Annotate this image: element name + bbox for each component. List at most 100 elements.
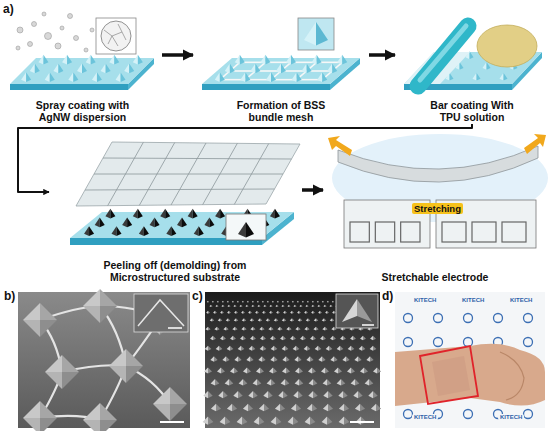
pyramid-face bbox=[351, 379, 355, 386]
pyramid-face bbox=[227, 305, 229, 307]
pyramid-face bbox=[325, 367, 329, 373]
pyramid-face bbox=[272, 301, 273, 303]
pyramid-face bbox=[338, 367, 342, 373]
pyramid-face bbox=[313, 391, 318, 398]
pyramid-face bbox=[276, 318, 278, 321]
pyramid-face bbox=[366, 356, 370, 361]
pyramid-face bbox=[305, 305, 307, 307]
pyramid-face bbox=[83, 403, 100, 420]
pyramid-face bbox=[359, 346, 362, 351]
pyramid-face bbox=[227, 346, 230, 351]
pyramid-face bbox=[251, 305, 253, 307]
pyramid-face bbox=[264, 311, 266, 314]
pyramid-face bbox=[307, 301, 308, 303]
pyramid-face bbox=[226, 356, 230, 361]
pyramid-face bbox=[282, 301, 283, 303]
pyramid-face bbox=[241, 311, 243, 314]
mesh-cell bbox=[472, 222, 496, 242]
pyramid-face bbox=[323, 404, 328, 412]
pyramid-face bbox=[208, 311, 210, 314]
pyramid-face bbox=[233, 391, 238, 398]
pyramid-face bbox=[286, 327, 289, 331]
pyramid-face bbox=[209, 305, 211, 307]
pyramid bbox=[193, 209, 198, 219]
pyramid-face bbox=[246, 356, 250, 361]
pyramid-face bbox=[213, 311, 215, 314]
pyramid-face bbox=[205, 327, 208, 331]
pyramid-face bbox=[208, 301, 209, 303]
pyramid bbox=[182, 218, 187, 228]
pyramid-face bbox=[277, 301, 278, 303]
inset-frame bbox=[298, 18, 334, 50]
pyramid-face bbox=[340, 346, 343, 351]
pyramid-face bbox=[299, 311, 301, 314]
pyramid-face bbox=[337, 346, 340, 351]
droplet bbox=[68, 14, 73, 19]
pyramid-face bbox=[216, 404, 221, 412]
process-illustration bbox=[10, 12, 548, 248]
pyramid-face bbox=[244, 327, 247, 331]
pyramid-face bbox=[211, 404, 216, 412]
pyramid-face bbox=[296, 346, 299, 351]
sem-image-b bbox=[18, 289, 190, 431]
pyramid-face bbox=[219, 346, 222, 351]
pyramid-face bbox=[323, 305, 325, 307]
pyramid bbox=[230, 64, 235, 74]
pyramid-face bbox=[259, 305, 261, 307]
pyramid-face bbox=[322, 356, 326, 361]
pyramid-face bbox=[318, 346, 321, 351]
pyramid-face bbox=[342, 299, 357, 322]
inset-frame bbox=[96, 18, 136, 54]
pyramid-face bbox=[262, 301, 263, 303]
pyramid-face bbox=[259, 417, 264, 425]
pyramid-face bbox=[252, 318, 254, 321]
pyramid-face bbox=[300, 318, 302, 321]
substrate-side bbox=[202, 84, 330, 90]
pyramid-face bbox=[222, 301, 223, 303]
pyramid-face bbox=[40, 303, 57, 320]
pyramid bbox=[235, 55, 240, 65]
pyramid-face bbox=[235, 305, 237, 307]
pyramid-face bbox=[325, 311, 327, 314]
pyramid bbox=[121, 72, 126, 82]
pyramid-face bbox=[337, 379, 341, 386]
pyramid-face bbox=[211, 305, 213, 307]
pyramid-face bbox=[203, 391, 208, 398]
pyramid-face bbox=[285, 346, 288, 351]
pyramid bbox=[26, 72, 31, 82]
pyramid-face bbox=[327, 417, 332, 425]
pyramid-face bbox=[243, 379, 247, 386]
pyramid-face bbox=[360, 336, 363, 340]
pyramid bbox=[58, 64, 63, 74]
pyramid bbox=[266, 72, 271, 82]
droplet-inset bbox=[101, 21, 131, 51]
pyramid-face bbox=[289, 327, 292, 331]
droplet bbox=[74, 36, 79, 41]
pyramid-face bbox=[308, 318, 310, 321]
pyramid-face bbox=[278, 311, 280, 314]
pyramid-face bbox=[360, 404, 365, 412]
pyramid-face bbox=[325, 327, 328, 331]
pyramid-face bbox=[250, 336, 253, 340]
pyramid bbox=[245, 72, 250, 82]
stretch-arrow bbox=[524, 134, 546, 154]
pyramid-face bbox=[242, 417, 247, 425]
pyramid-face bbox=[353, 336, 356, 340]
droplet bbox=[55, 43, 61, 49]
pyramid-face bbox=[344, 404, 349, 412]
pyramid bbox=[271, 72, 276, 82]
pyramid-face bbox=[312, 301, 313, 303]
pyramid-face bbox=[296, 404, 301, 412]
pyramid-face bbox=[62, 355, 79, 372]
pyramid-face bbox=[271, 305, 273, 307]
pyramid bbox=[144, 226, 149, 236]
pyramid bbox=[155, 218, 160, 228]
pyramid-face bbox=[298, 301, 299, 303]
pyramid bbox=[110, 209, 115, 219]
pyramid-face bbox=[322, 318, 324, 321]
pyramid bbox=[91, 55, 96, 65]
pyramid bbox=[281, 64, 286, 74]
pyramid-face bbox=[308, 367, 312, 373]
pyramid-face bbox=[242, 318, 244, 321]
pyramid-face bbox=[295, 367, 299, 373]
